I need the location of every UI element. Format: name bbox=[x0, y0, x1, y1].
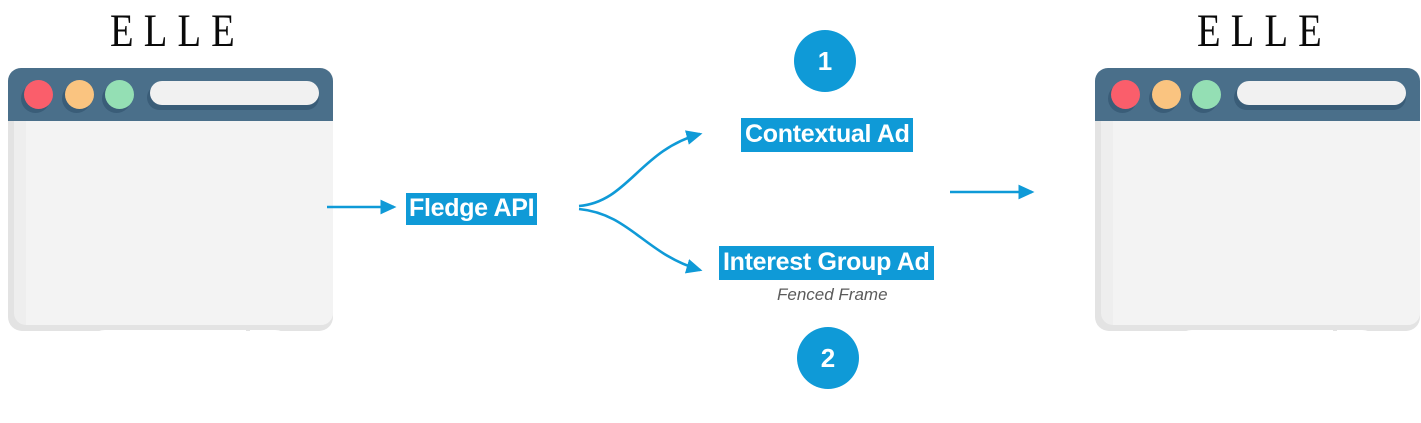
window-content-area bbox=[1113, 116, 1420, 368]
content-placeholder-cap bbox=[1337, 330, 1381, 368]
maximize-dot[interactable] bbox=[1192, 80, 1221, 109]
window-titlebar bbox=[1095, 68, 1420, 121]
publisher-logo-right: ELLE bbox=[1197, 5, 1332, 58]
content-placeholder-cap bbox=[250, 330, 294, 368]
window-content-area bbox=[26, 116, 333, 368]
arrow-api-to-interest-group bbox=[578, 207, 703, 274]
address-bar[interactable] bbox=[1237, 81, 1406, 105]
close-dot[interactable] bbox=[24, 80, 53, 109]
step-badge-2: 2 bbox=[797, 327, 859, 389]
maximize-dot[interactable] bbox=[105, 80, 134, 109]
contextual-ad-label: Contextual Ad bbox=[741, 118, 913, 152]
fledge-api-label: Fledge API bbox=[406, 193, 538, 225]
publisher-logo-left: ELLE bbox=[110, 5, 245, 58]
address-bar[interactable] bbox=[150, 81, 319, 105]
minimize-dot[interactable] bbox=[65, 80, 94, 109]
content-placeholder-bar bbox=[1173, 330, 1333, 368]
content-placeholder-bar bbox=[86, 330, 246, 368]
step-badge-1: 1 bbox=[794, 30, 856, 92]
browser-window-left bbox=[8, 68, 333, 368]
interest-group-ad-label: Interest Group Ad bbox=[719, 246, 934, 280]
close-dot[interactable] bbox=[1111, 80, 1140, 109]
minimize-dot[interactable] bbox=[1152, 80, 1181, 109]
arrow-api-to-contextual bbox=[578, 130, 703, 208]
browser-window-right bbox=[1095, 68, 1420, 368]
window-titlebar bbox=[8, 68, 333, 121]
fenced-frame-caption: Fenced Frame bbox=[777, 285, 888, 304]
